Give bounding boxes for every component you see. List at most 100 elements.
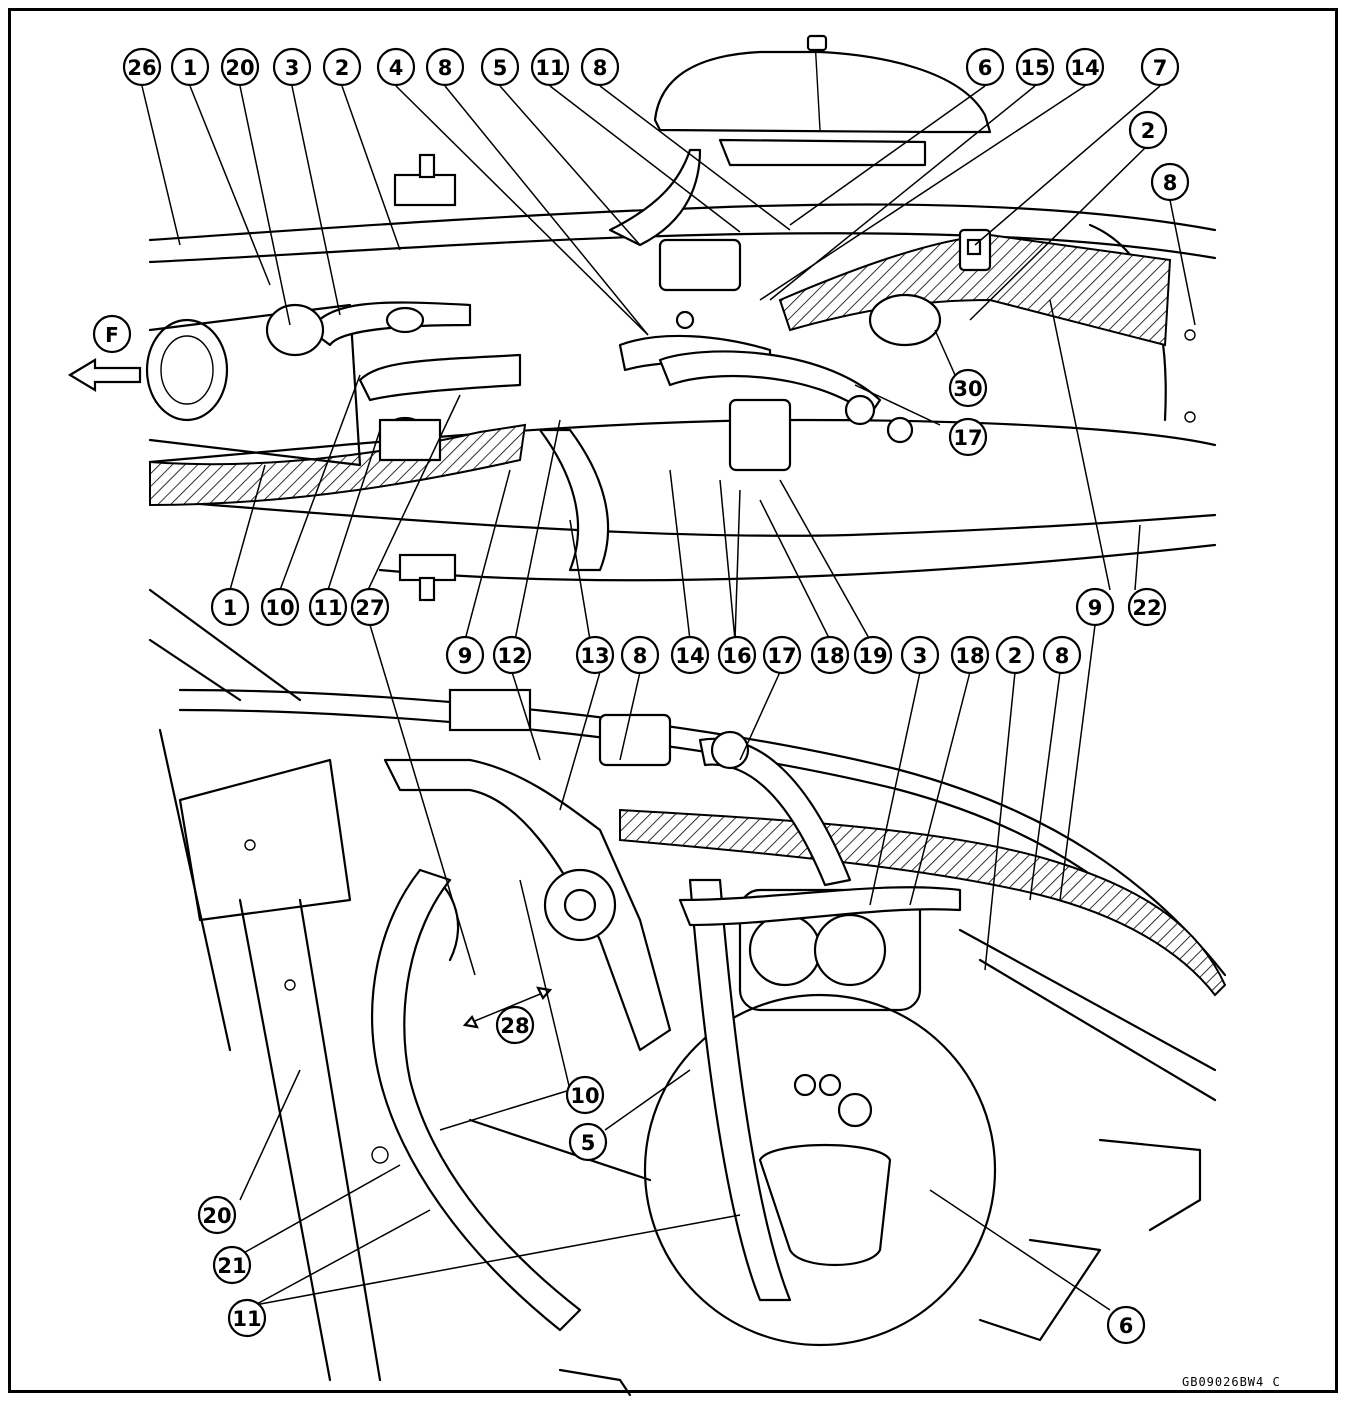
hose-13 <box>538 428 610 572</box>
svg-text:5: 5 <box>581 1131 596 1155</box>
svg-text:2: 2 <box>1008 644 1023 668</box>
svg-text:20: 20 <box>202 1204 231 1228</box>
svg-text:14: 14 <box>675 644 704 668</box>
cap-bolt <box>806 34 828 52</box>
svg-text:11: 11 <box>313 596 342 620</box>
callout-18: 18 <box>810 635 850 675</box>
svg-text:30: 30 <box>953 377 982 401</box>
svg-text:15: 15 <box>1020 56 1049 80</box>
svg-text:5: 5 <box>493 56 508 80</box>
intake-duct <box>145 318 229 422</box>
svg-text:9: 9 <box>1088 596 1103 620</box>
hose-5 <box>608 148 702 247</box>
callout-11: 11 <box>227 1298 267 1338</box>
callout-7: 7 <box>1140 47 1180 87</box>
connector-block <box>448 688 532 732</box>
svg-text:22: 22 <box>1132 596 1161 620</box>
valve-body <box>658 238 742 292</box>
hose-17 <box>658 350 882 417</box>
svg-text:16: 16 <box>722 644 751 668</box>
svg-text:6: 6 <box>978 56 993 80</box>
svg-text:8: 8 <box>1163 171 1178 195</box>
svg-text:21: 21 <box>217 1254 246 1278</box>
callout-3: 3 <box>272 47 312 87</box>
callout-6: 6 <box>965 47 1005 87</box>
svg-text:3: 3 <box>913 644 928 668</box>
svg-text:8: 8 <box>633 644 648 668</box>
callout-11: 11 <box>530 47 570 87</box>
callout-13: 13 <box>575 635 615 675</box>
callout-18: 18 <box>950 635 990 675</box>
callout-10: 10 <box>565 1075 605 1115</box>
callout-16: 16 <box>717 635 757 675</box>
callout-2: 2 <box>1128 110 1168 150</box>
diagram-frame <box>8 8 1338 1393</box>
svg-text:28: 28 <box>500 1014 529 1038</box>
svg-text:12: 12 <box>497 644 526 668</box>
callout-2: 2 <box>322 47 362 87</box>
sensor-20 <box>393 173 457 207</box>
air-cleaner-case <box>643 993 997 1347</box>
svg-text:4: 4 <box>389 56 404 80</box>
forward-arrow <box>67 358 142 392</box>
svg-text:11: 11 <box>535 56 564 80</box>
callout-8: 8 <box>580 47 620 87</box>
callout-1: 1 <box>170 47 210 87</box>
svg-text:9: 9 <box>458 644 473 668</box>
callouts: 26 1 20 3 2 4 8 5 11 8 6 15 14 7 2 8 30 … <box>122 47 1190 1345</box>
callout-12: 12 <box>492 635 532 675</box>
callout-5: 5 <box>480 47 520 87</box>
cleaner-element <box>758 1143 892 1266</box>
callout-30: 30 <box>948 368 988 408</box>
callout-4: 4 <box>376 47 416 87</box>
svg-text:11: 11 <box>232 1307 261 1331</box>
harness-lower <box>619 808 1227 997</box>
callout-26: 26 <box>122 47 162 87</box>
callout-3: 3 <box>900 635 940 675</box>
callout-10: 10 <box>260 587 300 627</box>
svg-text:10: 10 <box>570 1084 599 1108</box>
callout-9: 9 <box>1075 587 1115 627</box>
callout-17: 17 <box>762 635 802 675</box>
figure-code: GB09026BW4 C <box>1182 1375 1281 1389</box>
callout-21: 21 <box>212 1245 252 1285</box>
callout-17: 17 <box>948 417 988 457</box>
callout-15: 15 <box>1015 47 1055 87</box>
hose-10 <box>358 353 522 402</box>
svg-text:10: 10 <box>265 596 294 620</box>
callout-28: 28 <box>495 1005 535 1045</box>
svg-text:8: 8 <box>438 56 453 80</box>
svg-text:2: 2 <box>1141 119 1156 143</box>
svg-text:1: 1 <box>183 56 198 80</box>
svg-text:17: 17 <box>953 426 982 450</box>
hose-5-lower <box>688 878 792 1302</box>
callout-8: 8 <box>425 47 465 87</box>
callout-5: 5 <box>568 1122 608 1162</box>
svg-text:13: 13 <box>580 644 609 668</box>
callout-1: 1 <box>210 587 250 627</box>
callout-14: 14 <box>670 635 710 675</box>
callout-8: 8 <box>1150 162 1190 202</box>
svg-text:1: 1 <box>223 596 238 620</box>
callout-22: 22 <box>1127 587 1167 627</box>
upper-view: F <box>67 34 1217 602</box>
lower-view <box>148 588 1227 1397</box>
callout-6: 6 <box>1106 1305 1146 1345</box>
callout-8: 8 <box>620 635 660 675</box>
air-cleaner-cap <box>653 50 992 134</box>
hose-11 <box>378 418 442 462</box>
svg-text:8: 8 <box>1055 644 1070 668</box>
svg-text:8: 8 <box>593 56 608 80</box>
forward-label: F <box>105 323 119 347</box>
hose-17-lower <box>698 737 852 887</box>
svg-text:7: 7 <box>1153 56 1168 80</box>
callout-19: 19 <box>853 635 893 675</box>
solenoid-valve <box>728 398 792 472</box>
callout-20: 20 <box>197 1195 237 1235</box>
svg-text:27: 27 <box>355 596 384 620</box>
hose-21 <box>371 868 582 1332</box>
callout-8: 8 <box>1042 635 1082 675</box>
svg-text:18: 18 <box>955 644 984 668</box>
svg-text:20: 20 <box>225 56 254 80</box>
